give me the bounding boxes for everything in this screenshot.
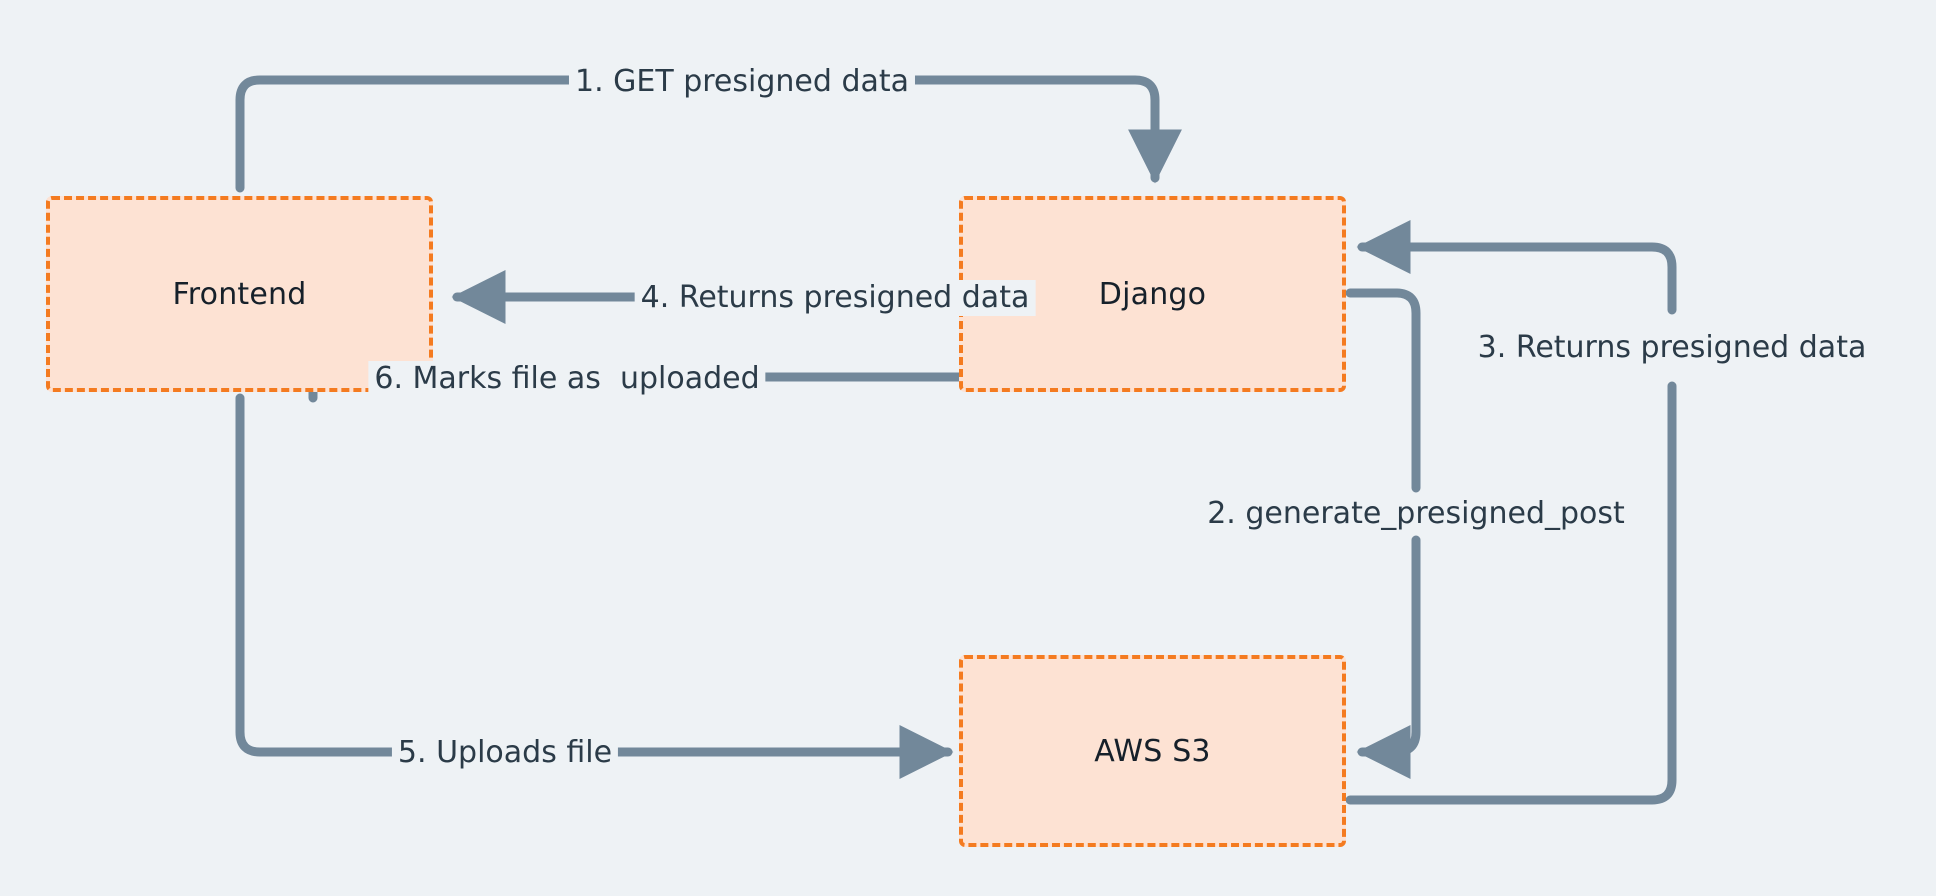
edge-label-3: 3. Returns presigned data <box>1471 330 1873 366</box>
edge-label-1: 1. GET presigned data <box>568 64 916 100</box>
connector-1-get-presigned-data <box>235 75 590 193</box>
connector-2-generate-presigned-post-b <box>1356 535 1421 779</box>
connector-1-get-presigned-data-b <box>895 75 1182 184</box>
connector-5-uploads-file <box>235 393 405 757</box>
connector-3-returns-presigned-data <box>1345 381 1677 805</box>
node-django-label: Django <box>1098 276 1207 312</box>
node-frontend[interactable]: Frontend <box>46 196 433 392</box>
node-aws-s3[interactable]: AWS S3 <box>959 655 1346 847</box>
node-frontend-label: Frontend <box>172 276 307 312</box>
node-django[interactable]: Django <box>959 196 1346 392</box>
node-aws-s3-label: AWS S3 <box>1094 733 1211 769</box>
edge-label-5: 5. Uploads file <box>391 735 619 771</box>
connector-3-returns-presigned-data-b <box>1356 220 1677 315</box>
edge-label-4: 4. Returns presigned data <box>634 280 1036 316</box>
edge-label-6: 6. Marks file as uploaded <box>368 361 766 397</box>
edge-label-2: 2. generate_presigned_post <box>1201 496 1631 532</box>
connector-2-generate-presigned-post <box>1345 288 1421 493</box>
